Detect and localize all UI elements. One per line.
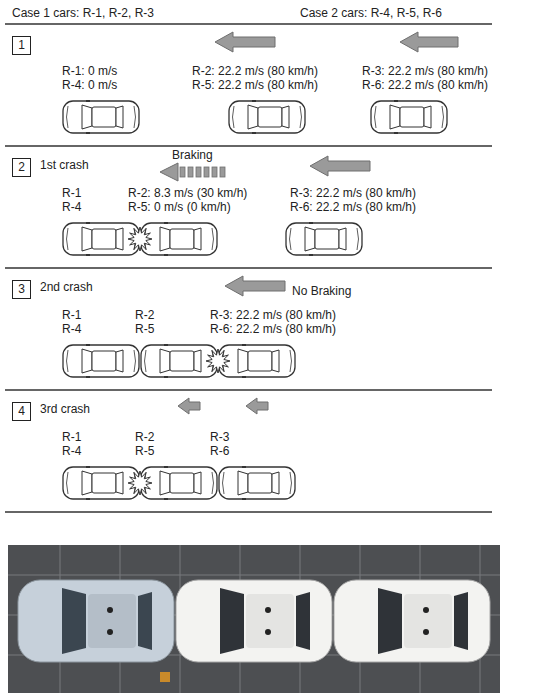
- label: R-5: 22.2 m/s (80 km/h): [192, 78, 318, 92]
- label: R-6: 22.2 m/s (80 km/h): [210, 322, 336, 336]
- car: [141, 344, 217, 378]
- panel-number-box: 3: [12, 280, 31, 299]
- label: R-1: [62, 308, 81, 322]
- label: R-3: 22.2 m/s (80 km/h): [210, 308, 336, 322]
- panel-line: [5, 24, 492, 512]
- car: [63, 466, 139, 500]
- crash-burst: [128, 471, 152, 495]
- label: R-4: [62, 444, 81, 458]
- panel-number-box: 2: [12, 158, 31, 177]
- label: R-6: 22.2 m/s (80 km/h): [290, 200, 416, 214]
- panel-number: 4: [18, 404, 25, 418]
- test-photo: [8, 545, 500, 693]
- crash-burst: [206, 349, 230, 373]
- motion-arrow: [246, 398, 268, 414]
- label: R-6: [210, 444, 229, 458]
- label: R-6: 22.2 m/s (80 km/h): [362, 78, 488, 92]
- label: R-1: 0 m/s: [62, 64, 117, 78]
- label: No Braking: [292, 284, 351, 298]
- label: R-1: [62, 430, 81, 444]
- motion-arrow: [400, 32, 458, 52]
- label: R-5: 0 m/s (0 km/h): [128, 200, 231, 214]
- braking-arrow: [160, 163, 225, 181]
- panel-number: 1: [18, 38, 25, 52]
- car: [229, 100, 305, 134]
- motion-arrow: [215, 32, 275, 52]
- label: Case 1 cars: R-1, R-2, R-3: [12, 6, 154, 20]
- motion-arrow: [225, 276, 285, 296]
- label: Case 2 cars: R-4, R-5, R-6: [300, 6, 442, 20]
- label: R-3: 22.2 m/s (80 km/h): [290, 186, 416, 200]
- motion-arrow: [310, 156, 370, 176]
- car: [286, 222, 362, 256]
- car: [141, 466, 217, 500]
- label: R-4: [62, 200, 81, 214]
- label: R-1: [62, 186, 81, 200]
- label: R-4: 0 m/s: [62, 78, 117, 92]
- panel-number-box: 1: [12, 36, 31, 55]
- motion-arrow: [178, 398, 200, 414]
- label: 1st crash: [40, 158, 89, 172]
- car: [141, 222, 217, 256]
- label: R-3: 22.2 m/s (80 km/h): [362, 64, 488, 78]
- car: [63, 100, 139, 134]
- label: 3rd crash: [40, 402, 90, 416]
- label: Braking: [172, 148, 213, 162]
- label: R-2: 22.2 m/s (80 km/h): [192, 64, 318, 78]
- label: R-5: [135, 322, 154, 336]
- car: [63, 344, 139, 378]
- crash-burst: [128, 227, 152, 251]
- car: [63, 222, 139, 256]
- label: R-4: [62, 322, 81, 336]
- car: [219, 344, 295, 378]
- label: R-2: 8.3 m/s (30 km/h): [128, 186, 247, 200]
- label: 2nd crash: [40, 280, 93, 294]
- car: [219, 466, 295, 500]
- panel-number: 3: [18, 282, 25, 296]
- label: R-2: [135, 430, 154, 444]
- label: R-2: [135, 308, 154, 322]
- car: [371, 100, 447, 134]
- label: R-3: [210, 430, 229, 444]
- panel-number-box: 4: [12, 402, 31, 421]
- panel-number: 2: [18, 160, 25, 174]
- label: R-5: [135, 444, 154, 458]
